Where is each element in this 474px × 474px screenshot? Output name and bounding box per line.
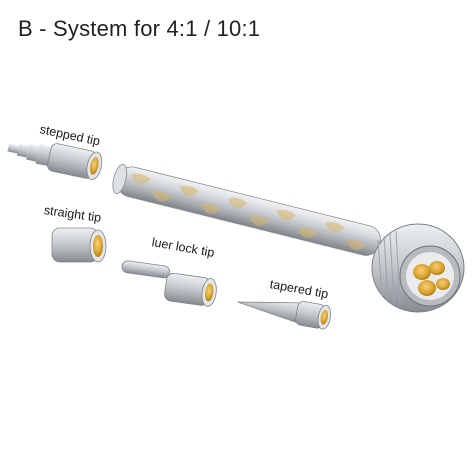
stepped-tip: [7, 143, 103, 180]
bayonet-nut: [371, 223, 465, 313]
luer-lock-tip: [121, 260, 217, 307]
tapered-tip: [237, 301, 331, 330]
mixer-tube: [112, 163, 381, 256]
straight-tip: [51, 227, 107, 263]
page-title: B - System for 4:1 / 10:1: [18, 16, 261, 41]
